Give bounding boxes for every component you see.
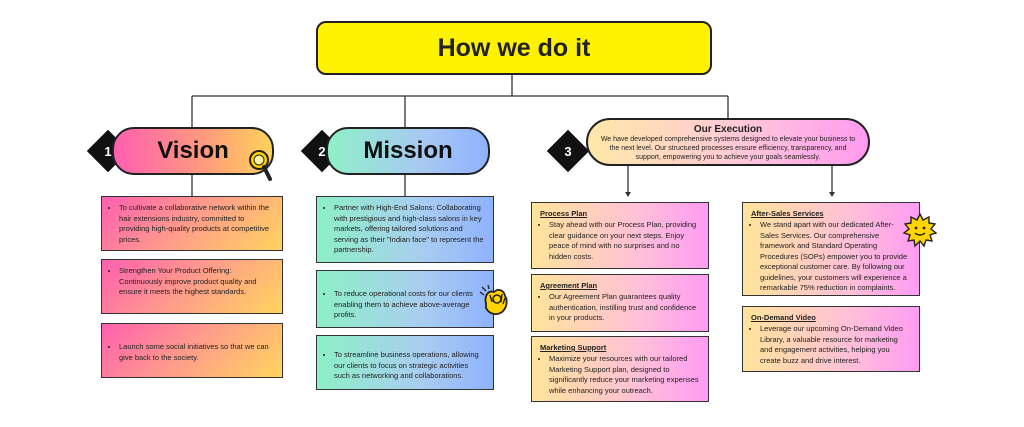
exec-right-card-2: On-Demand Video Leverage our upcoming On… xyxy=(742,306,920,372)
mission-card-3: To streamline business operations, allow… xyxy=(316,335,494,390)
mission-card-2: To reduce operational costs for our clie… xyxy=(316,270,494,328)
process-plan-title: Process Plan xyxy=(540,209,588,218)
vision-point-2: Strengthen Your Product Offering: Contin… xyxy=(119,266,274,298)
mission-pill: Mission xyxy=(326,127,490,175)
step-number-1: 1 xyxy=(104,143,112,159)
vision-label: Vision xyxy=(157,137,229,164)
sun-smile-icon xyxy=(902,212,938,248)
step-number-3: 3 xyxy=(564,143,572,159)
execution-description: We have developed comprehensive systems … xyxy=(600,136,856,161)
vision-point-3: Launch some social initiatives so that w… xyxy=(119,342,274,363)
marketing-support-text: Maximize your resources with our tailore… xyxy=(549,354,700,396)
ok-hand-icon xyxy=(479,284,508,315)
exec-left-card-1: Process Plan Stay ahead with our Process… xyxy=(531,202,709,269)
page-title: How we do it xyxy=(316,21,712,75)
on-demand-video-title: On-Demand Video xyxy=(751,313,816,322)
after-sales-title: After-Sales Services xyxy=(751,209,824,218)
vision-pill: Vision xyxy=(112,127,274,175)
process-plan-text: Stay ahead with our Process Plan, provid… xyxy=(549,220,700,262)
agreement-plan-title: Agreement Plan xyxy=(540,281,598,290)
magnifier-icon xyxy=(249,150,272,181)
vision-card-3: Launch some social initiatives so that w… xyxy=(101,323,283,378)
on-demand-video-text: Leverage our upcoming On-Demand Video Li… xyxy=(760,324,911,366)
execution-title: Our Execution xyxy=(693,124,763,135)
exec-left-card-3: Marketing Support Maximize your resource… xyxy=(531,336,709,402)
vision-card-2: Strengthen Your Product Offering: Contin… xyxy=(101,259,283,314)
mission-point-1: Partner with High-End Salons: Collaborat… xyxy=(334,203,485,256)
exec-right-card-1: After-Sales Services We stand apart with… xyxy=(742,202,920,296)
after-sales-text: We stand apart with our dedicated After-… xyxy=(760,220,911,294)
vision-point-1: To cultivate a collaborative network wit… xyxy=(119,203,274,245)
mission-point-2: To reduce operational costs for our clie… xyxy=(334,289,485,321)
mission-label: Mission xyxy=(363,137,453,164)
vision-card-1: To cultivate a collaborative network wit… xyxy=(101,196,283,251)
execution-box: Our Execution We have developed comprehe… xyxy=(586,118,870,166)
mission-card-1: Partner with High-End Salons: Collaborat… xyxy=(316,196,494,263)
marketing-support-title: Marketing Support xyxy=(540,343,607,352)
exec-left-card-2: Agreement Plan Our Agreement Plan guaran… xyxy=(531,274,709,332)
agreement-plan-text: Our Agreement Plan guarantees quality au… xyxy=(549,292,700,324)
step-number-2: 2 xyxy=(318,143,326,159)
mission-point-3: To streamline business operations, allow… xyxy=(334,350,485,382)
